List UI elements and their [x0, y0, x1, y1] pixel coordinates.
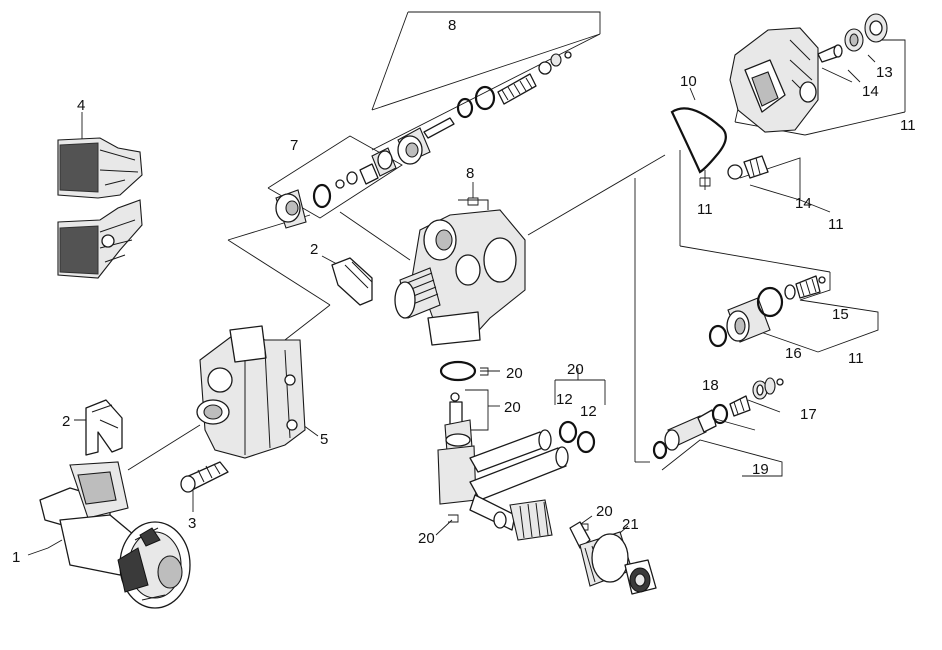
part-14-valve-insert: [727, 155, 769, 180]
callout-3: 3: [188, 515, 196, 532]
callout-12-left: 12: [556, 391, 573, 408]
part-19-check-valve: [652, 377, 784, 460]
callout-14-top: 14: [862, 83, 879, 100]
part-3-screw: [180, 461, 229, 493]
part-16-nozzle-assembly: [708, 275, 826, 348]
callout-17: 17: [800, 406, 817, 423]
valve-head-top-right: [729, 13, 888, 133]
callout-2-lower: 2: [62, 413, 70, 430]
part-7-valve-assembly: [275, 147, 397, 229]
callout-8-top: 8: [448, 17, 456, 34]
part-10-seal: [670, 107, 727, 174]
callout-19: 19: [752, 461, 769, 478]
callout-20-bracket: 20: [567, 361, 584, 378]
callout-18: 18: [702, 377, 719, 394]
callout-20-lower-left: 20: [418, 530, 435, 547]
callout-20-piston: 20: [504, 399, 521, 416]
valve-body: [394, 199, 526, 346]
callout-13: 13: [876, 64, 893, 81]
callout-12-right: 12: [580, 403, 597, 420]
callout-20-oring: 20: [506, 365, 523, 382]
bypass-piston: [444, 392, 473, 453]
callout-1: 1: [12, 549, 20, 566]
part-4-clamp-halves: [57, 137, 143, 279]
callout-11-top-right: 11: [900, 117, 916, 134]
callout-20-lower-right: 20: [596, 503, 613, 520]
part-21-hose-connector: [569, 521, 657, 595]
callout-10: 10: [680, 73, 697, 90]
leader-lines: [27, 11, 906, 556]
o-ring-20-center: [439, 360, 477, 382]
callout-8-center: 8: [466, 165, 474, 182]
part-2-retaining-clip-upper: [331, 257, 373, 306]
outlet-pipe-assembly: [437, 420, 596, 541]
callout-4: 4: [77, 97, 85, 114]
callout-2-upper: 2: [310, 241, 318, 258]
part-2-retaining-clip-lower: [85, 399, 123, 456]
callout-11-middle: 11: [828, 216, 844, 233]
part-5-pump-housing: [196, 325, 306, 459]
callout-15: 15: [832, 306, 849, 323]
callout-7: 7: [290, 137, 298, 154]
callout-5: 5: [320, 431, 328, 448]
callout-labels: 1 2 2 3 4 5 7 8 8 10 11 11 11 11 12 12 1…: [12, 17, 916, 566]
part-1-outlet-assembly: [39, 461, 191, 609]
callout-11-under-seal: 11: [697, 201, 713, 218]
callout-14-middle: 14: [795, 195, 812, 212]
callout-11-lower: 11: [848, 350, 864, 367]
callout-21: 21: [622, 516, 639, 533]
callout-16: 16: [785, 345, 802, 362]
part-8-piston-train: [397, 51, 572, 165]
